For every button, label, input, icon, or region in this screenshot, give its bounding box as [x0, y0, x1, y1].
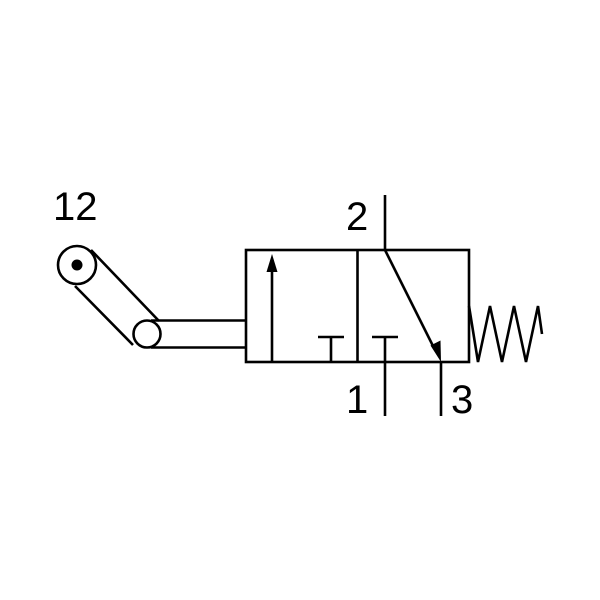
lever-arm	[74, 249, 160, 346]
roller-circle	[56, 244, 98, 286]
left-position-blocked-port	[318, 335, 344, 362]
roller-pivot-dot	[71, 259, 83, 271]
plunger-rod	[151, 319, 246, 349]
valve-body	[244, 248, 471, 364]
lever-joint	[132, 319, 162, 349]
roller-lever-actuator	[56, 244, 246, 349]
exhaust-port-label: 3	[451, 378, 473, 422]
left-position-flow-arrow	[266, 254, 278, 362]
pilot-port-label: 12	[53, 185, 98, 229]
right-position-flow-arrow	[383, 249, 441, 362]
outlet-port-label: 2	[346, 195, 368, 239]
inlet-port-label: 1	[346, 378, 368, 422]
spring-return	[467, 305, 544, 363]
right-position-blocked-port	[372, 335, 398, 362]
